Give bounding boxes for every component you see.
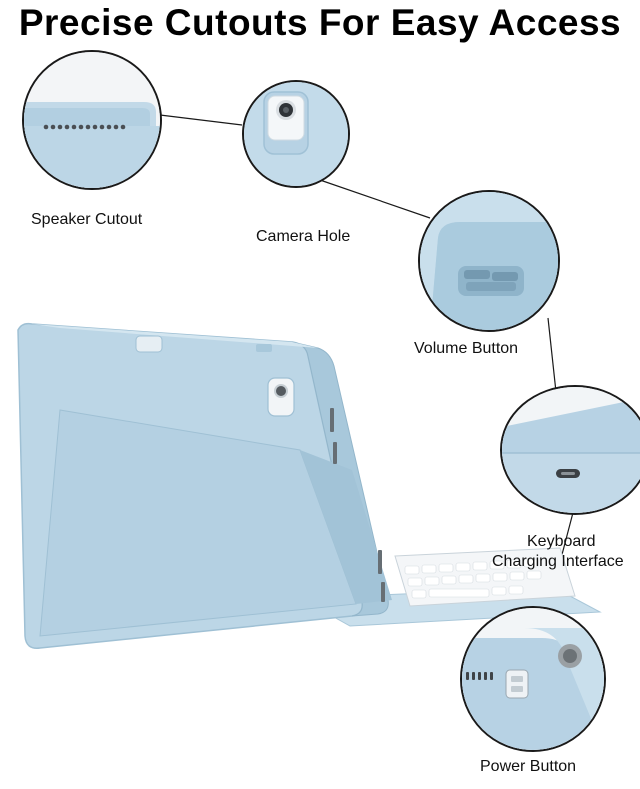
speaker-cutout-label: Speaker Cutout: [31, 211, 143, 228]
volume-rocker-icon: [458, 266, 524, 296]
tablet-case: [17, 322, 392, 649]
keyboard-base: [298, 547, 602, 627]
page-title: Precise Cutouts For Easy Access: [18, 2, 622, 43]
speaker-cutout-callout: [22, 50, 162, 190]
camera-lens-icon: [276, 100, 296, 120]
volume-button-callout: [418, 190, 560, 332]
keyboard-charging-label-line1: Keyboard: [527, 533, 596, 550]
power-button-label: Power Button: [480, 758, 577, 775]
speaker-grille-icon: [43, 124, 126, 130]
keyboard-charging-callout: [500, 385, 640, 515]
camera-hole-callout: [242, 80, 350, 188]
usb-c-port-icon: [556, 469, 580, 478]
volume-button-label: Volume Button: [414, 340, 519, 357]
power-button-icon: [505, 669, 529, 699]
camera-hole-label: Camera Hole: [256, 228, 351, 245]
keyboard-charging-label-line2: Charging Interface: [492, 553, 624, 570]
power-button-callout: [460, 606, 606, 752]
speaker-grille-icon: [466, 672, 493, 680]
